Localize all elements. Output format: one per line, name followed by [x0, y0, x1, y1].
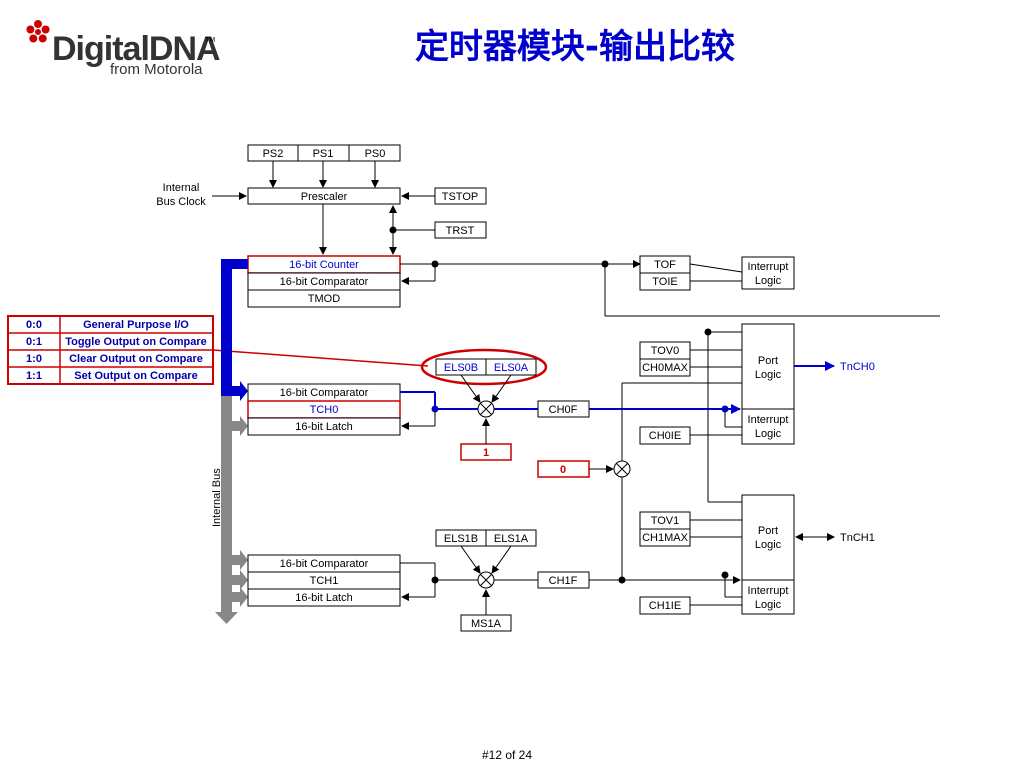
- els0-highlight-ellipse: [420, 348, 548, 386]
- ch0-latch-label: 16-bit Latch: [295, 421, 352, 433]
- page-title: 定时器模块-输出比较: [415, 27, 735, 67]
- ch1-interrupt-label-2: Logic: [755, 599, 782, 611]
- page-number: #12 of 24: [482, 748, 532, 762]
- counter-comparator-label: 16-bit Comparator: [280, 276, 369, 288]
- tnch1-pin-label: TnCH1: [840, 532, 875, 544]
- els1b-label: ELS1B: [444, 533, 478, 545]
- els0a-label: ELS0A: [494, 362, 529, 374]
- counter-label: 16-bit Counter: [289, 259, 359, 271]
- ch0-one-label: 1: [483, 447, 489, 459]
- tmod-label: TMOD: [308, 293, 340, 305]
- ms1a-label: MS1A: [471, 618, 502, 630]
- internal-bus-clock-label-1: Internal: [163, 182, 200, 194]
- ps2-label: PS2: [263, 148, 284, 160]
- motorola-logo: DigitalDNA TM from Motorola: [26, 20, 221, 78]
- tnch0-pin-label: TnCH0: [840, 361, 875, 373]
- els-mode-table: 0:0 General Purpose I/O 0:1 Toggle Outpu…: [7, 315, 214, 385]
- els-desc-2: Clear Output on Compare: [69, 353, 203, 365]
- prescaler-box: [247, 187, 401, 205]
- toie-label: TOIE: [652, 276, 677, 288]
- ch1-latch-box: [247, 588, 401, 607]
- ch1-port-label-2: Logic: [755, 539, 782, 551]
- logo-main-text: DigitalDNA: [52, 30, 220, 68]
- internal-bus: [215, 259, 248, 624]
- ch0-latch-box: [247, 417, 401, 436]
- overflow-interrupt-logic-box: [741, 256, 795, 290]
- ch0-compare-mux-icon: [477, 400, 495, 418]
- els-code-2: 1:0: [26, 353, 42, 365]
- ch1-interrupt-label-1: Interrupt: [748, 585, 789, 597]
- tch1-label: TCH1: [310, 575, 339, 587]
- trst-label: TRST: [446, 225, 475, 237]
- ch0-ch1-mux-icon: [613, 460, 631, 478]
- ch1-compare-mux-icon: [477, 571, 495, 589]
- ch0max-label: CH0MAX: [642, 362, 689, 374]
- ch1max-label: CH1MAX: [642, 532, 689, 544]
- overflow-interrupt-label-2: Logic: [755, 275, 782, 287]
- els0b-label: ELS0B: [444, 362, 478, 374]
- ch0-interrupt-label-2: Logic: [755, 428, 782, 440]
- els-code-1: 0:1: [26, 336, 42, 348]
- prescaler-label: Prescaler: [301, 191, 348, 203]
- ch0-port-label-1: Port: [758, 355, 778, 367]
- els-desc-3: Set Output on Compare: [74, 370, 197, 382]
- ch1-port-label-1: Port: [758, 525, 778, 537]
- ch0-zero-label: 0: [560, 464, 566, 476]
- ch0-port-label-2: Logic: [755, 369, 782, 381]
- internal-bus-label: Internal Bus: [211, 468, 223, 527]
- ch1-latch-label: 16-bit Latch: [295, 592, 352, 604]
- ps1-label: PS1: [313, 148, 334, 160]
- tov0-label: TOV0: [651, 345, 680, 357]
- dna-star-icon: [26, 20, 50, 43]
- ch0ie-label: CH0IE: [649, 430, 681, 442]
- tov1-label: TOV1: [651, 515, 680, 527]
- els1a-label: ELS1A: [494, 533, 529, 545]
- logo-sub-text: from Motorola: [110, 61, 203, 78]
- els-code-3: 1:1: [26, 370, 42, 382]
- ch0-interrupt-logic-box: [741, 408, 795, 445]
- ch1f-label: CH1F: [549, 575, 578, 587]
- tch0-label: TCH0: [310, 404, 339, 416]
- overflow-interrupt-label-1: Interrupt: [748, 261, 789, 273]
- els-desc-1: Toggle Output on Compare: [65, 336, 207, 348]
- tstop-label: TSTOP: [442, 191, 478, 203]
- ch1ie-label: CH1IE: [649, 600, 681, 612]
- ch0f-label: CH0F: [549, 404, 578, 416]
- ps0-label: PS0: [365, 148, 386, 160]
- ch0-comparator-label: 16-bit Comparator: [280, 387, 369, 399]
- ch1-port-logic-box: [741, 494, 795, 581]
- internal-bus-clock-label-2: Bus Clock: [156, 196, 206, 208]
- ch1-comparator-label: 16-bit Comparator: [280, 558, 369, 570]
- ch1-interrupt-logic-box: [741, 579, 795, 615]
- tmod-box: [247, 289, 401, 308]
- ch0-interrupt-label-1: Interrupt: [748, 414, 789, 426]
- els-desc-0: General Purpose I/O: [83, 319, 189, 331]
- els-code-0: 0:0: [26, 319, 42, 331]
- tof-label: TOF: [654, 259, 676, 271]
- logo-trademark: TM: [205, 37, 215, 44]
